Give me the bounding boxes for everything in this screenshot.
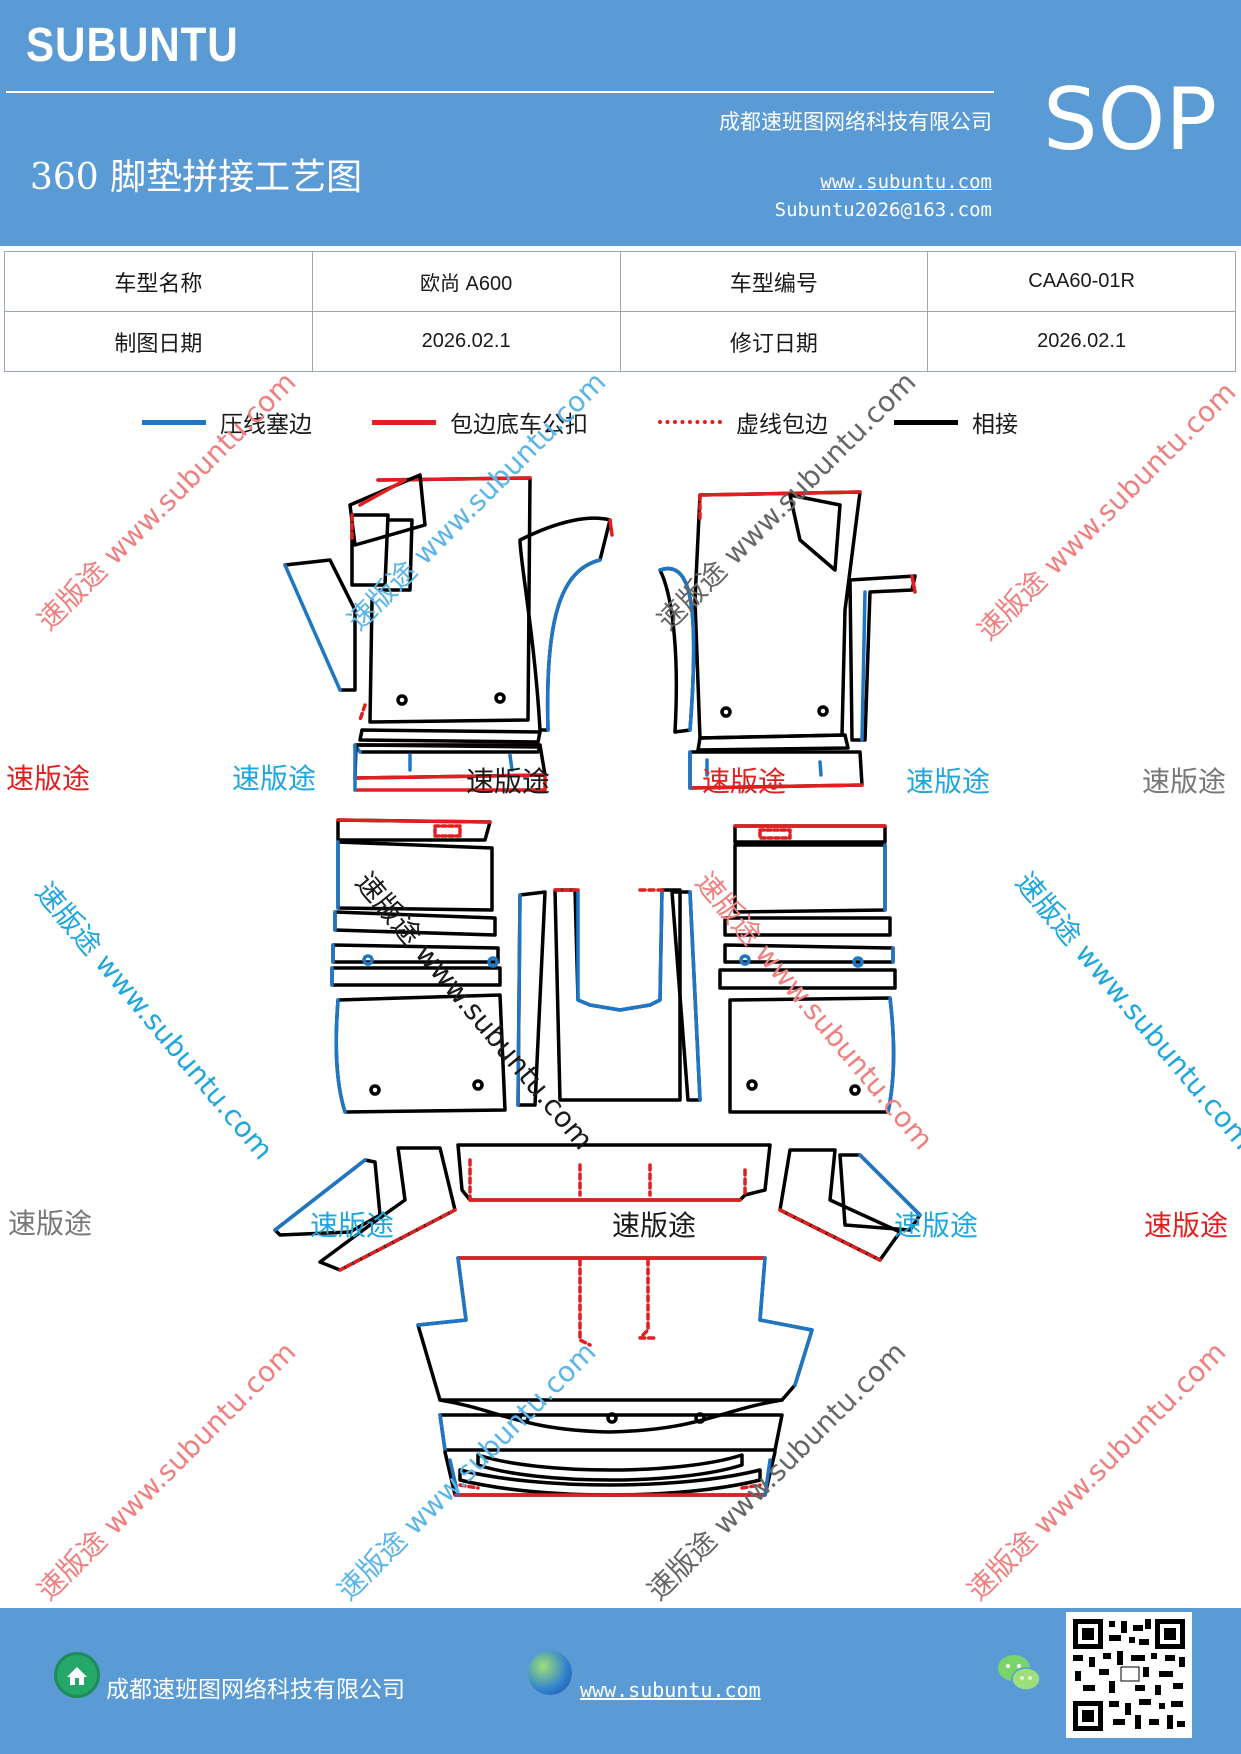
brand-logo: SUBUNTU [26, 19, 239, 72]
third-row-strip [273, 1143, 922, 1272]
watermark-brand: 速版途 [894, 1209, 979, 1242]
watermark-brand: 速版途 [8, 1207, 93, 1240]
value-model-code: CAA60-01R [927, 251, 1236, 312]
passenger-mat [658, 490, 917, 790]
header-divider [6, 91, 994, 93]
legend-label: 虚线包边 [736, 412, 828, 438]
email-address: Subuntu2026@163.com [774, 199, 992, 221]
legend-label: 相接 [972, 412, 1018, 438]
qr-code [1066, 1612, 1192, 1738]
watermark-brand: 速版途 [612, 1209, 697, 1242]
label-draw-date: 制图日期 [4, 311, 313, 372]
table-row: 车型名称 欧尚 A600 车型编号 CAA60-01R [4, 251, 1236, 312]
vehicle-info-table: 车型名称 欧尚 A600 车型编号 CAA60-01R 制图日期 2026.02… [4, 251, 1236, 372]
legend-label: 压线塞边 [220, 412, 312, 438]
legend-label: 包边底车公扣 [450, 412, 588, 438]
watermark-brand: 速版途 [310, 1209, 395, 1242]
label-revise-date: 修订日期 [619, 311, 929, 372]
footer-website-link[interactable]: www.subuntu.com [580, 1678, 761, 1702]
company-name: 成都速班图网络科技有限公司 [719, 110, 992, 134]
table-row: 制图日期 2026.02.1 修订日期 2026.02.1 [4, 311, 1236, 372]
footer-company-name: 成都速班图网络科技有限公司 [106, 1677, 405, 1703]
watermark-brand: 速版途 [702, 765, 787, 798]
building-icon [54, 1652, 100, 1698]
wechat-icon [996, 1652, 1044, 1696]
website-link[interactable]: www.subuntu.com [820, 171, 992, 193]
watermark-brand: 速版途 [906, 765, 991, 798]
watermark-brand: 速版途 [1144, 1209, 1229, 1242]
value-model-name: 欧尚 A600 [311, 251, 621, 312]
doc-code: SOP [1043, 70, 1218, 170]
second-row-right-mat [718, 824, 897, 1114]
trunk-mat [416, 1256, 814, 1497]
globe-icon [528, 1651, 572, 1695]
legend-swatch [142, 419, 206, 425]
label-model-code: 车型编号 [619, 251, 929, 312]
floor-mat-diagram [273, 473, 922, 1497]
watermark-brand: 速版途 [232, 762, 317, 795]
value-draw-date: 2026.02.1 [311, 311, 621, 372]
legend-item-joint: 相接 [894, 402, 1018, 442]
watermark-brand: 速版途 [6, 762, 91, 795]
label-model-name: 车型名称 [4, 251, 313, 312]
page-title: 360 脚垫拼接工艺图 [30, 157, 363, 198]
value-revise-date: 2026.02.1 [927, 311, 1236, 372]
watermark-brand: 速版途 [1142, 765, 1227, 798]
legend-item-edge-wrap: 包边底车公扣 [372, 402, 588, 442]
second-row-left-mat [330, 818, 507, 1114]
tunnel-pieces [516, 888, 702, 1107]
legend-item-dashed-wrap: 虚线包边 [658, 402, 828, 442]
legend-swatch [658, 420, 722, 424]
driver-mat [283, 473, 614, 792]
watermark-brand: 速版途 [466, 765, 551, 798]
legend-swatch [372, 419, 436, 425]
legend-item-press-line: 压线塞边 [142, 402, 312, 442]
legend-swatch [894, 419, 958, 425]
header-banner [0, 0, 1241, 246]
